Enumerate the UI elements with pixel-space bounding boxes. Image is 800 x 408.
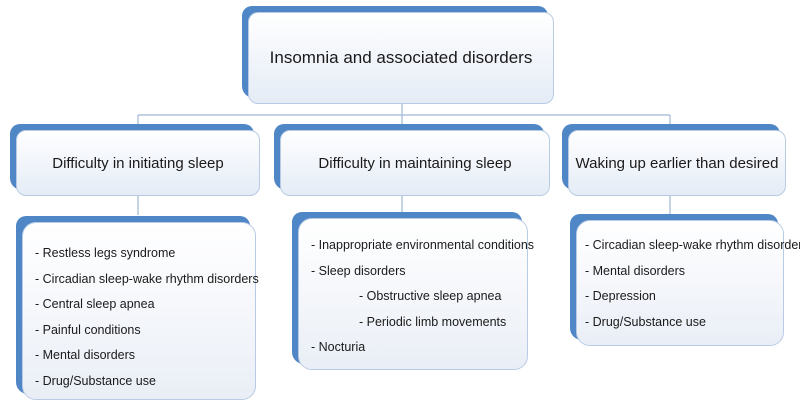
list-item: - Nocturia xyxy=(311,340,366,354)
list-item: - Mental disorders xyxy=(35,348,136,362)
category-label-initiating: Difficulty in initiating sleep xyxy=(52,154,224,172)
root-node-label: Insomnia and associated disorders xyxy=(269,48,533,67)
causes-list-maintaining: - Inappropriate environmental conditions… xyxy=(311,233,535,361)
category-node-face: Difficulty in maintaining sleep xyxy=(280,130,550,196)
category-node-face: Waking up earlier than desired xyxy=(568,130,786,196)
list-item: - Inappropriate environmental conditions xyxy=(311,238,535,252)
list-item: - Sleep disorders xyxy=(311,263,406,278)
list-item: - Depression xyxy=(585,289,656,303)
list-item: - Painful conditions xyxy=(35,322,141,337)
category-node-face: Difficulty in initiating sleep xyxy=(16,130,260,196)
causes-box-maintaining: - Inappropriate environmental conditions… xyxy=(292,212,535,370)
category-label-maintaining: Difficulty in maintaining sleep xyxy=(318,154,512,172)
list-item: - Mental disorders xyxy=(585,263,686,278)
causes-list-waking: - Circadian sleep-wake rhythm disorders … xyxy=(585,233,800,335)
category-node-waking: Waking up earlier than desired xyxy=(562,124,786,196)
list-item: - Circadian sleep-wake rhythm disorders xyxy=(35,271,259,286)
causes-box-face: - Restless legs syndrome - Circadian sle… xyxy=(22,222,259,400)
causes-box-initiating: - Restless legs syndrome - Circadian sle… xyxy=(16,216,259,400)
list-item: - Drug/Substance use xyxy=(35,373,156,388)
category-label-waking: Waking up earlier than desired xyxy=(575,154,779,172)
root-node: Insomnia and associated disorders xyxy=(242,6,554,104)
list-item: - Central sleep apnea xyxy=(35,297,155,311)
list-item: - Restless legs syndrome xyxy=(35,246,176,260)
root-node-face: Insomnia and associated disorders xyxy=(248,12,554,104)
list-item: - Circadian sleep-wake rhythm disorders xyxy=(585,238,800,252)
list-item-sub: - Periodic limb movements xyxy=(359,314,507,329)
causes-list-initiating: - Restless legs syndrome - Circadian sle… xyxy=(35,241,259,394)
causes-box-face: - Circadian sleep-wake rhythm disorders … xyxy=(576,220,800,346)
list-item: - Drug/Substance use xyxy=(585,314,706,329)
category-node-initiating: Difficulty in initiating sleep xyxy=(10,124,260,196)
list-item-sub: - Obstructive sleep apnea xyxy=(359,289,502,303)
causes-box-waking: - Circadian sleep-wake rhythm disorders … xyxy=(570,214,800,346)
category-node-maintaining: Difficulty in maintaining sleep xyxy=(274,124,550,196)
causes-box-face: - Inappropriate environmental conditions… xyxy=(298,218,535,370)
